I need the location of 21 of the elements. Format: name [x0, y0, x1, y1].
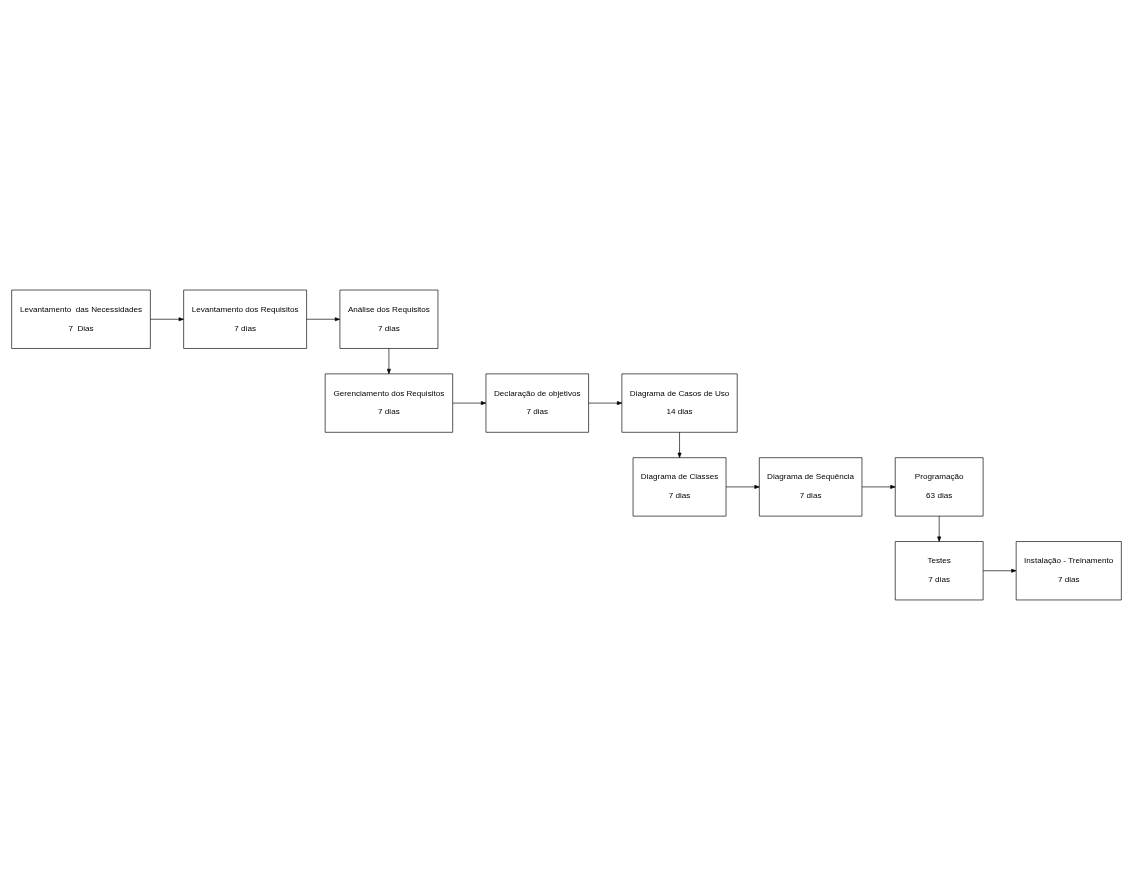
node-box: Gerenciamento dos Requisitos 7 dias: [324, 373, 453, 433]
arrow: [306, 316, 341, 321]
node-box: Instalação - Treinamento 7 dias: [1015, 540, 1122, 600]
arrow: [452, 400, 487, 405]
node-box: Análise dos Requisitos 7 dias: [339, 289, 439, 349]
node-box: Diagrama de Classes 7 dias: [632, 456, 727, 516]
node-box: Declaração de objetivos 7 dias: [485, 373, 589, 433]
arrow: [937, 515, 942, 542]
node-box: Levantamento das Necessidades 7 Dias: [11, 289, 151, 349]
node-box: Diagrama de Sequência 7 dias: [759, 456, 863, 516]
arrow: [387, 347, 391, 374]
node-box: Programação 63 dias: [894, 456, 984, 516]
node-box: Diagrama de Casos de Uso 14 dias: [621, 373, 738, 433]
arrow: [982, 568, 1017, 573]
node-box: Testes 7 dias: [894, 540, 984, 600]
arrow: [150, 316, 184, 321]
node-box: Levantamento dos Requisitos 7 dias: [183, 289, 307, 349]
arrow: [725, 484, 760, 489]
arrow: [677, 431, 682, 458]
arrow: [588, 400, 623, 405]
arrow: [861, 484, 896, 489]
